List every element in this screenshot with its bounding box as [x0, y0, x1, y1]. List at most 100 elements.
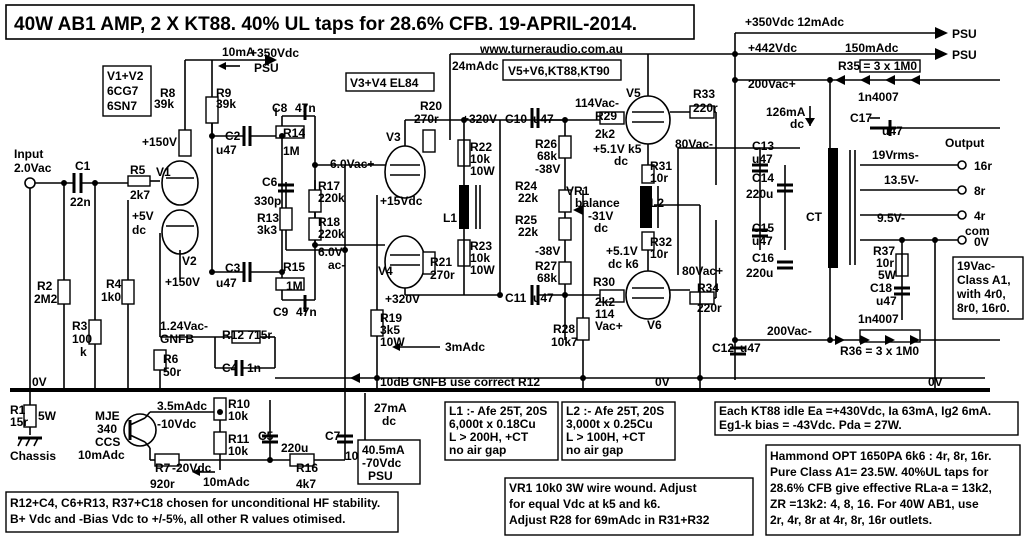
class-a-line1: 19Vac- — [957, 259, 995, 273]
l1-note-1: L1 :- Afe 25T, 20S — [449, 404, 547, 418]
bias-psu-line1: 40.5mA — [362, 443, 405, 457]
l2-note-2: 3,000t x 0.25Cu — [566, 417, 653, 431]
lbl-m10: -10Vdc — [157, 417, 197, 431]
lbl-r37: R37 — [873, 244, 895, 258]
lbl-r32v: 10r — [650, 247, 668, 261]
v5-tube — [625, 95, 671, 145]
lbl-o4: 4r — [974, 209, 986, 223]
lbl-balance: balance — [575, 196, 620, 210]
opt-note-box — [765, 444, 1021, 536]
psu-rails: +350Vdc 12mAdc PSU +442Vdc 150mAdc PSU — [449, 15, 977, 380]
title-box — [5, 4, 695, 40]
l1-note-4: no air gap — [449, 443, 506, 457]
lbl-r35: R35 = 3 x 1M0 — [838, 59, 917, 73]
lbl-r24: R24 — [515, 179, 537, 193]
lbl-c5: C5 — [258, 429, 274, 443]
lbl-r17: R17 — [318, 179, 340, 193]
lbl-l1: L1 — [443, 211, 457, 225]
lbl-r24v: 22k — [518, 191, 538, 205]
lbl-c10v: u47 — [533, 112, 554, 126]
opt-note-4: ZR =13k2: 4, 8, 16. For 40W AB1, use — [770, 497, 979, 511]
lbl-d2: 1n4007 — [858, 312, 899, 326]
lbl-k6: +5.1V — [606, 244, 638, 258]
lbl-r36: R36 = 3 x 1M0 — [840, 344, 919, 358]
vr1-note-1: VR1 10k0 3W wire wound. Adjust — [509, 481, 697, 495]
lbl-c4v: 1n — [247, 361, 261, 375]
v1v2-tubes — [153, 96, 282, 390]
lbl-r16v: 4k7 — [296, 477, 316, 491]
stability-note-1: R12+C4, C6+R13, R37+C18 chosen for uncon… — [10, 496, 380, 510]
v1v2-box — [102, 65, 152, 117]
lbl-i35: 3.5mAdc — [157, 399, 207, 413]
lbl-c15: C15 — [752, 221, 774, 235]
junction-dots — [61, 51, 938, 463]
lbl-r4: R4 — [106, 277, 122, 291]
lbl-i126: 126mA — [766, 105, 806, 119]
lbl-r5v: 2k7 — [130, 188, 150, 202]
lbl-v5: V5 — [626, 86, 641, 100]
l2-note-1: L2 :- Afe 25T, 20S — [566, 404, 664, 418]
component-labels: R8 39k R9 39k +150V +150V V1 V2 C1 22n R… — [10, 59, 992, 491]
lbl-r14v: 1M — [283, 144, 300, 158]
lbl-c5v: 220u — [281, 441, 308, 455]
l1-note-3: L > 200H, +CT — [449, 430, 529, 444]
lbl-r22v: 10k — [470, 152, 490, 166]
lbl-c11: C11 — [505, 291, 527, 305]
lbl-plus150b: +150V — [165, 275, 200, 289]
bias-network — [558, 120, 590, 390]
lbl-v1: V1 — [156, 165, 171, 179]
output-transformer — [730, 59, 1000, 390]
lbl-v6ac: 6.0V — [318, 245, 343, 259]
lbl-r27: R27 — [535, 259, 557, 273]
lbl-r34: R34 — [697, 281, 719, 295]
v1-tube — [161, 160, 199, 206]
lbl-c3: C3 — [225, 261, 241, 275]
lbl-plus5: +5V — [132, 209, 154, 223]
lbl-r10: R10 — [228, 397, 250, 411]
bias-psu-line2: -70Vdc — [362, 456, 402, 470]
lbl-r5: R5 — [130, 163, 146, 177]
lbl-c6v: 330p — [254, 194, 281, 208]
lbl-c17v: u47 — [882, 124, 903, 138]
lbl-k5: +5.1V k5 — [593, 142, 642, 156]
lbl-r19w: 10W — [380, 335, 405, 349]
lbl-plus320b: +320V — [385, 292, 420, 306]
l2-note-3: L > 100H, +CT — [566, 430, 646, 444]
website-url: www.turneraudio.com.au — [479, 42, 623, 56]
lbl-r27v: 68k — [537, 271, 557, 285]
lbl-c17: C17 — [850, 111, 872, 125]
lbl-plus320a: +320V — [462, 112, 497, 126]
lbl-r19: R19 — [380, 311, 402, 325]
lbl-r15: R15 — [283, 260, 305, 274]
lbl-r13: R13 — [257, 211, 279, 225]
lbl-c11v: u47 — [533, 291, 554, 305]
lbl-c2v: u47 — [216, 143, 237, 157]
lbl-c14: C14 — [752, 171, 774, 185]
lbl-r25: R25 — [515, 213, 537, 227]
input-label: Input — [14, 147, 43, 161]
class-a-line4: 8r0, 16r0. — [957, 301, 1010, 315]
opt-note-2: Pure Class A1= 23.5W. 40%UL taps for — [770, 465, 989, 479]
bias-psu-line3: PSU — [368, 469, 393, 483]
v1v2-line3: 6SN7 — [107, 99, 137, 113]
lbl-c7: C7 — [325, 429, 341, 443]
hv2-current: 150mAdc — [845, 41, 899, 55]
lbl-v114c: Vac+ — [595, 319, 623, 333]
lbl-ct: CT — [806, 210, 823, 224]
lbl-r16: R16 — [296, 461, 318, 475]
lbl-i10: 10mAdc — [78, 448, 125, 462]
lbl-dc4: dc — [790, 117, 804, 131]
bias-psu-box — [357, 439, 421, 485]
lbl-v80p: 80Vac+ — [682, 264, 723, 278]
lbl-c18v: u47 — [876, 294, 897, 308]
lbl-r7v: 920r — [150, 477, 175, 491]
lbl-r22: R22 — [470, 140, 492, 154]
v3v4-label: V3+V4 EL84 — [350, 76, 419, 90]
lbl-r20v: 270r — [414, 112, 439, 126]
lbl-m31: -31V — [588, 209, 613, 223]
opt-note-3: 28.6% CFB give effective RLa-a = 13k2, — [770, 481, 992, 495]
tap-current: 10mA — [222, 45, 255, 59]
lbl-r18v: 220k — [318, 227, 345, 241]
lbl-mje340: 340 — [97, 422, 117, 436]
lbl-v6: V6 — [647, 318, 662, 332]
